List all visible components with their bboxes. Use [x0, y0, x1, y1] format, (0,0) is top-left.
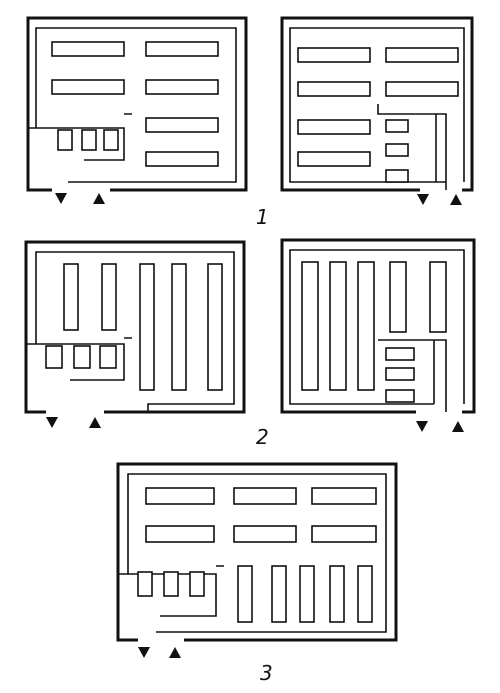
figure-label-2: 2 [256, 425, 269, 449]
inner-wall [289, 249, 465, 405]
arrow-down-icon [416, 421, 428, 432]
cell [163, 571, 179, 597]
cell [73, 345, 91, 369]
rack [145, 79, 219, 95]
rack [297, 81, 371, 97]
rack [139, 263, 155, 391]
rack [389, 261, 407, 333]
cell [385, 119, 409, 133]
rack [329, 261, 347, 391]
plan-1-right [280, 16, 474, 205]
rack [297, 47, 371, 63]
inner-wall [289, 27, 465, 183]
arrow-up-icon [169, 647, 181, 658]
rack [145, 525, 215, 543]
outer-wall [24, 240, 246, 414]
rack [385, 81, 459, 97]
cell [385, 389, 415, 403]
arrow-down-icon [417, 194, 429, 205]
inner-wall [127, 473, 387, 633]
rack [297, 119, 371, 135]
rack [311, 487, 377, 505]
arrow-up-icon [450, 194, 462, 205]
rack [297, 151, 371, 167]
rack [101, 263, 117, 331]
rack [429, 261, 447, 333]
shipping-partition [378, 339, 447, 412]
rack [233, 525, 297, 543]
rack [51, 41, 125, 57]
rack [329, 565, 345, 623]
rack [233, 487, 297, 505]
rack [311, 525, 377, 543]
rack [301, 261, 319, 391]
plan-2-left [24, 240, 246, 428]
rack [145, 41, 219, 57]
rack [51, 79, 125, 95]
rack [171, 263, 187, 391]
rack [357, 261, 375, 391]
arrow-down-icon [138, 647, 150, 658]
cell [57, 129, 73, 151]
rack [385, 47, 459, 63]
arrow-up-icon [89, 417, 101, 428]
cell [99, 345, 117, 369]
figure-label-3: 3 [260, 661, 273, 685]
arrow-down-icon [46, 417, 58, 428]
rack [271, 565, 287, 623]
cell [81, 129, 97, 151]
shipping-partition [377, 104, 447, 190]
inner-wall [35, 27, 237, 183]
cell [103, 129, 119, 151]
receiving-partition [26, 337, 132, 381]
plan-3 [116, 462, 398, 658]
cell [189, 571, 205, 597]
rack [63, 263, 79, 331]
figure-label-1: 1 [256, 205, 269, 229]
outer-wall [116, 462, 398, 642]
arrow-up-icon [93, 193, 105, 204]
plan-1-left [26, 16, 248, 204]
arrow-up-icon [452, 421, 464, 432]
cell [385, 347, 415, 361]
rack [207, 263, 223, 391]
rack [357, 565, 373, 623]
cell [385, 169, 409, 183]
inner-wall [35, 251, 235, 412]
rack [145, 487, 215, 505]
cell [385, 367, 415, 381]
rack [145, 151, 219, 167]
outer-wall [280, 16, 474, 192]
arrow-down-icon [55, 193, 67, 204]
cell [45, 345, 63, 369]
receiving-partition [28, 113, 132, 161]
cell [137, 571, 153, 597]
plan-2-right [280, 238, 476, 432]
rack [145, 117, 219, 133]
outer-wall [26, 16, 248, 192]
outer-wall [280, 238, 476, 414]
rack [237, 565, 253, 623]
cell [385, 143, 409, 157]
rack [299, 565, 315, 623]
